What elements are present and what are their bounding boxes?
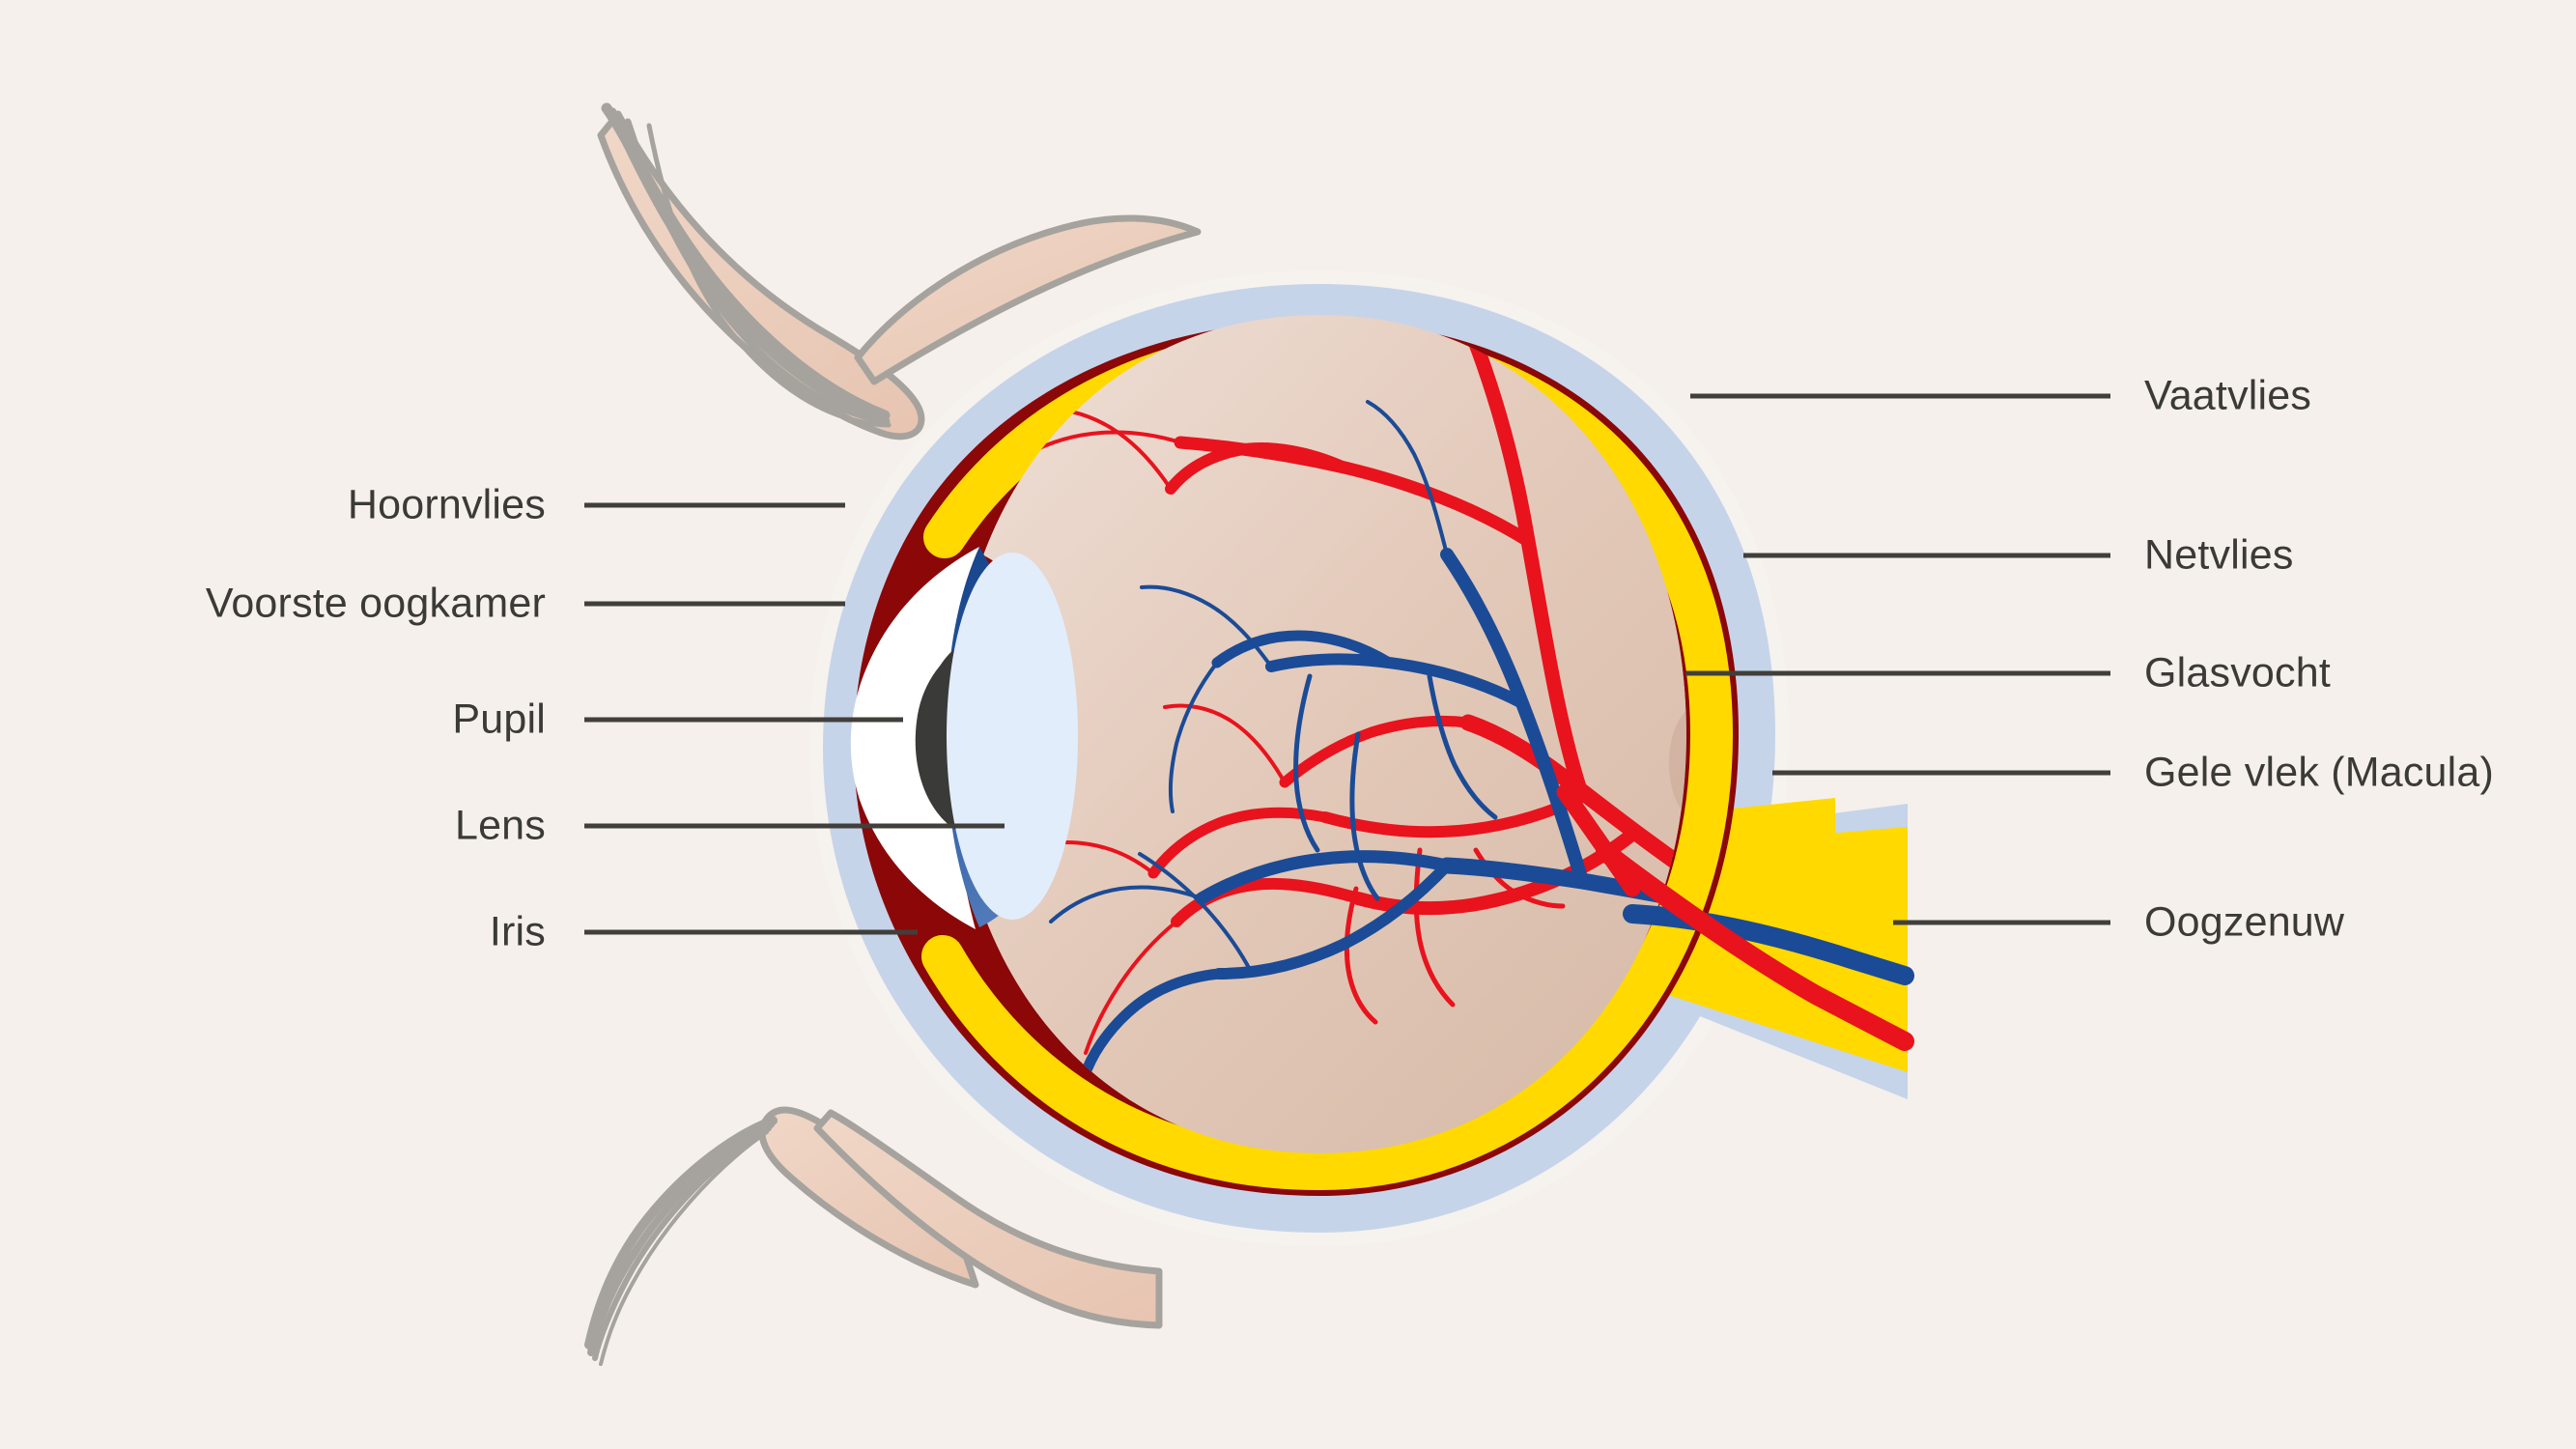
anterior-chamber [850,547,979,929]
lower-eyelid [584,1106,1163,1366]
lower-eyelid-shape [813,1109,1163,1329]
upper-eyelashes [601,102,892,428]
label-iris: Iris [489,908,546,955]
lower-eyelashes [584,1116,778,1366]
upper-eyelid-margin [854,214,1202,385]
label-cornea: Hoornvlies [347,481,546,528]
optic-nerve-vessels [1556,783,1914,1051]
retina-lower [921,713,1733,1191]
label-lens: Lens [454,802,546,849]
upper-eyelid [597,102,1202,440]
label-anterior-chamber: Voorste oogkamer [205,580,546,627]
label-pupil: Pupil [452,696,546,743]
central-retinal-artery [1596,842,1914,1051]
label-optic: Oogzenuw [2144,898,2345,946]
label-retina: Netvlies [2144,531,2294,579]
label-macula: Gele vlek (Macula) [2144,749,2495,796]
label-choroid: Vaatvlies [2144,372,2312,419]
leader-lines [584,393,2110,935]
central-retinal-vein [1623,904,1914,985]
label-vitreous: Glasvocht [2144,649,2331,696]
lens [947,553,1078,920]
upper-eyelid-shape [597,110,925,440]
